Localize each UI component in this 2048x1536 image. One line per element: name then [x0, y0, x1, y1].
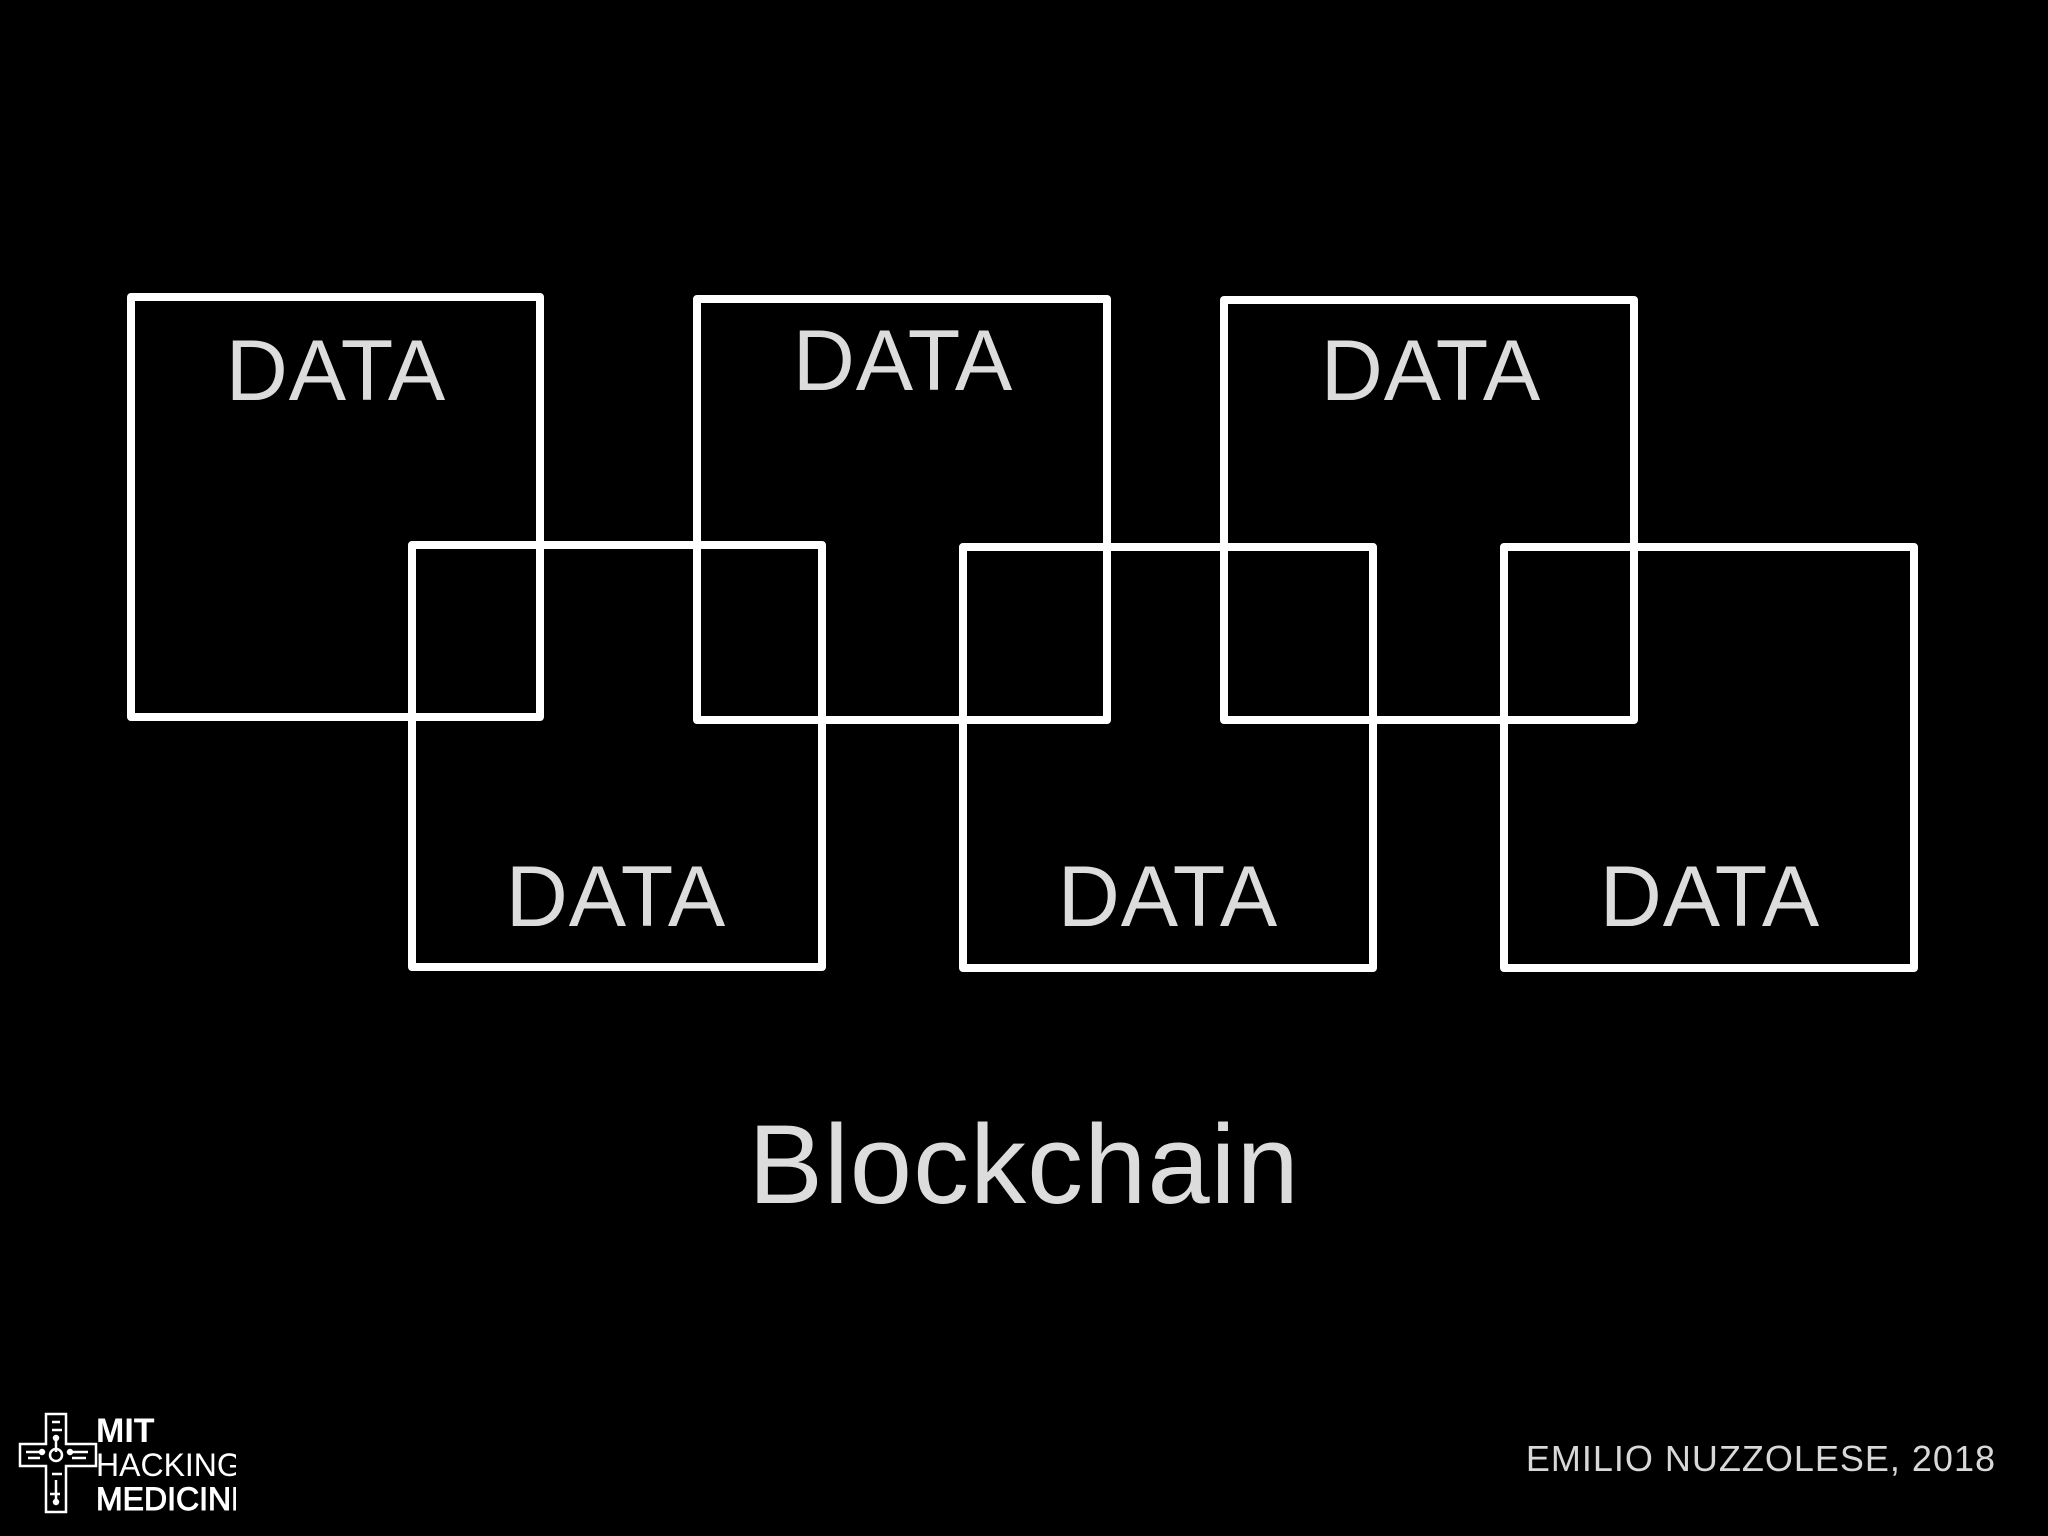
- data-block-top-1: DATA: [127, 293, 544, 721]
- data-block-bottom-3: DATA: [1500, 543, 1918, 972]
- data-block-top-3: DATA: [1220, 296, 1638, 724]
- data-block-label: DATA: [226, 323, 447, 419]
- data-block-label: DATA: [1058, 849, 1279, 945]
- data-block-bottom-2: DATA: [959, 543, 1377, 972]
- data-block-label: DATA: [1321, 323, 1542, 419]
- author-credit: EMILIO NUZZOLESE, 2018: [1525, 1438, 1996, 1479]
- logo-line-mit: MIT: [96, 1412, 155, 1450]
- data-block-label: DATA: [793, 313, 1014, 409]
- data-block-label: DATA: [1600, 849, 1821, 945]
- logo-line-hacking: HACKING: [96, 1447, 236, 1483]
- medical-cross-circuit-icon: [18, 1412, 98, 1514]
- data-block-top-2: DATA: [693, 295, 1111, 724]
- slide-title: Blockchain: [748, 1102, 1300, 1227]
- data-block-bottom-1: DATA: [408, 541, 826, 971]
- data-block-label: DATA: [506, 849, 727, 945]
